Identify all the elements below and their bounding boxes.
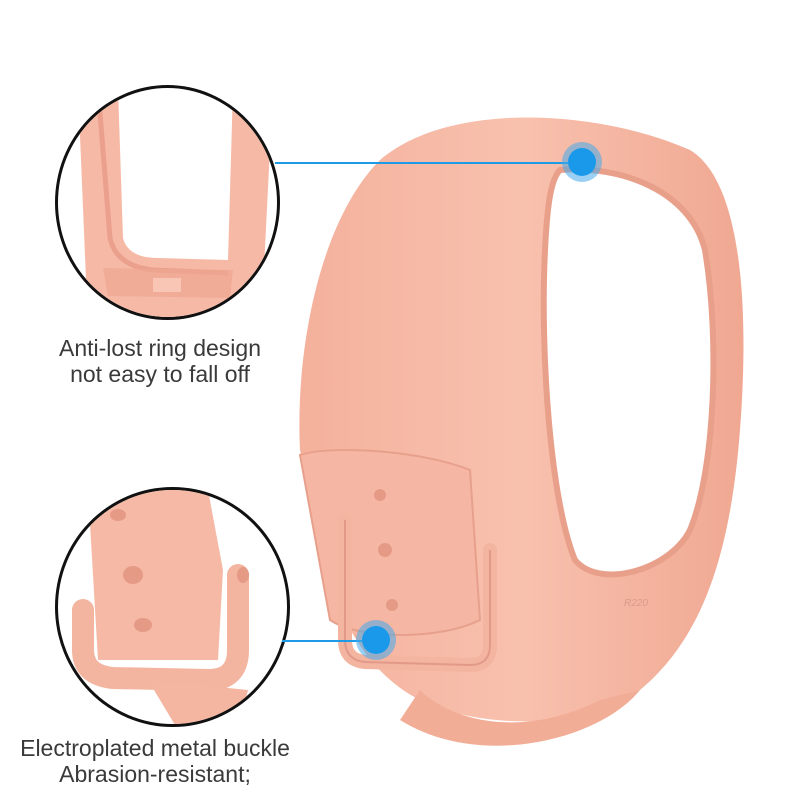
ring-detail-illustration xyxy=(78,88,273,317)
caption-line: Abrasion-resistant; xyxy=(59,761,251,787)
caption-line: Electroplated metal buckle xyxy=(20,735,290,761)
caption-line: Anti-lost ring design xyxy=(59,335,261,361)
highlight-dot-bottom xyxy=(362,626,390,654)
highlight-dot-top xyxy=(568,148,596,176)
connector-line-top xyxy=(275,162,585,164)
buckle-detail-illustration xyxy=(72,490,249,724)
band-engraving: R220 xyxy=(624,598,648,609)
caption-anti-lost-ring: Anti-lost ring design not easy to fall o… xyxy=(20,335,300,387)
caption-metal-buckle: Electroplated metal buckle Abrasion-resi… xyxy=(0,735,310,787)
zoom-circle-anti-lost-ring xyxy=(55,85,280,320)
caption-line: not easy to fall off xyxy=(70,361,250,387)
zoom-circle-metal-buckle xyxy=(55,487,290,727)
connector-line-bottom xyxy=(282,640,377,642)
